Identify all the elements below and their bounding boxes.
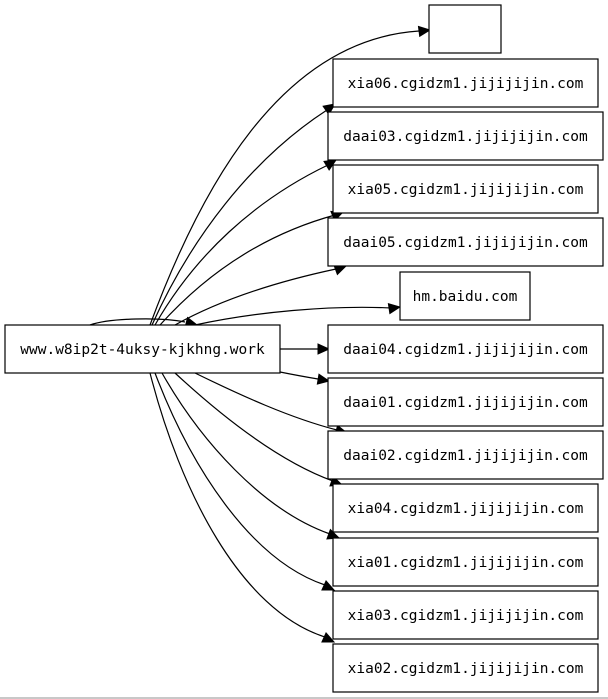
arrowhead-root-to-daai01 — [316, 373, 331, 385]
node-daai01: daai01.cgidzm1.jijijijin.com — [327, 377, 604, 427]
node-daai05: daai05.cgidzm1.jijijijin.com — [327, 217, 604, 267]
edge-root-to-root — [89, 318, 186, 326]
node-box-daai05 — [327, 217, 604, 267]
node-box-daai04 — [327, 324, 604, 374]
bottom-border — [0, 697, 608, 699]
node-box-xia02 — [332, 643, 599, 693]
arrowhead-root-to-empty — [417, 25, 432, 38]
node-label-xia05: xia05.cgidzm1.jijijijin.com — [348, 182, 584, 198]
node-label-daai05: daai05.cgidzm1.jijijijin.com — [343, 235, 588, 251]
arrowhead-root-to-xia03 — [321, 579, 336, 591]
node-label-daai03: daai03.cgidzm1.jijijijin.com — [343, 129, 588, 145]
node-xia01: xia01.cgidzm1.jijijijin.com — [332, 537, 599, 587]
edge-root-to-daai05 — [174, 268, 337, 326]
arrowhead-root-to-hmbaidu — [387, 302, 402, 315]
node-label-xia04: xia04.cgidzm1.jijijijin.com — [348, 501, 584, 517]
node-box-xia06 — [332, 58, 599, 108]
edge-root-to-xia04 — [174, 372, 334, 482]
node-empty — [428, 4, 502, 54]
edges-layer — [89, 25, 432, 643]
edge-root-to-xia02 — [149, 372, 326, 638]
node-daai02: daai02.cgidzm1.jijijijin.com — [327, 430, 604, 480]
node-box-xia05 — [332, 164, 599, 214]
edge-root-to-xia01 — [161, 372, 331, 535]
arrowhead-root-to-daai04 — [317, 343, 331, 355]
node-label-root: www.w8ip2t-4uksy-kjkhng.work — [20, 342, 265, 358]
edge-root-to-xia05 — [159, 214, 336, 326]
node-label-xia03: xia03.cgidzm1.jijijijin.com — [348, 608, 584, 624]
edge-root-to-daai01 — [279, 371, 319, 380]
node-xia04: xia04.cgidzm1.jijijijin.com — [332, 483, 599, 533]
edge-root-to-daai02 — [194, 372, 338, 431]
node-root: www.w8ip2t-4uksy-kjkhng.work — [4, 324, 281, 374]
node-label-hmbaidu: hm.baidu.com — [413, 289, 518, 305]
node-label-xia02: xia02.cgidzm1.jijijijin.com — [348, 661, 584, 677]
node-box-daai02 — [327, 430, 604, 480]
node-label-daai02: daai02.cgidzm1.jijijijin.com — [343, 448, 588, 464]
edge-root-to-empty — [149, 30, 420, 326]
nodes-layer: www.w8ip2t-4uksy-kjkhng.work xia06.cgidzm… — [4, 4, 604, 693]
node-box-daai03 — [327, 111, 604, 161]
node-xia05: xia05.cgidzm1.jijijijin.com — [332, 164, 599, 214]
edge-root-to-hmbaidu — [194, 306, 393, 326]
node-label-daai04: daai04.cgidzm1.jijijijin.com — [343, 342, 588, 358]
node-label-daai01: daai01.cgidzm1.jijijijin.com — [343, 395, 588, 411]
node-box-daai01 — [327, 377, 604, 427]
node-box-xia03 — [332, 590, 599, 640]
node-daai04: daai04.cgidzm1.jijijijin.com — [327, 324, 604, 374]
node-daai03: daai03.cgidzm1.jijijijin.com — [327, 111, 604, 161]
node-xia02: xia02.cgidzm1.jijijijin.com — [332, 643, 599, 693]
node-label-xia06: xia06.cgidzm1.jijijijin.com — [348, 76, 584, 92]
node-box-root — [4, 324, 281, 374]
node-label-xia01: xia01.cgidzm1.jijijijin.com — [348, 555, 584, 571]
node-box-xia01 — [332, 537, 599, 587]
node-box-empty — [428, 4, 502, 54]
arrowhead-root-to-xia02 — [321, 631, 336, 643]
node-box-hmbaidu — [399, 271, 531, 321]
node-xia06: xia06.cgidzm1.jijijijin.com — [332, 58, 599, 108]
arrowhead-root-to-xia06 — [322, 103, 336, 116]
edge-root-to-daai03 — [154, 164, 329, 326]
node-xia03: xia03.cgidzm1.jijijijin.com — [332, 590, 599, 640]
node-hmbaidu: hm.baidu.com — [399, 271, 531, 321]
edge-root-to-xia03 — [154, 372, 326, 586]
edge-root-to-xia06 — [151, 109, 328, 326]
node-box-xia04 — [332, 483, 599, 533]
